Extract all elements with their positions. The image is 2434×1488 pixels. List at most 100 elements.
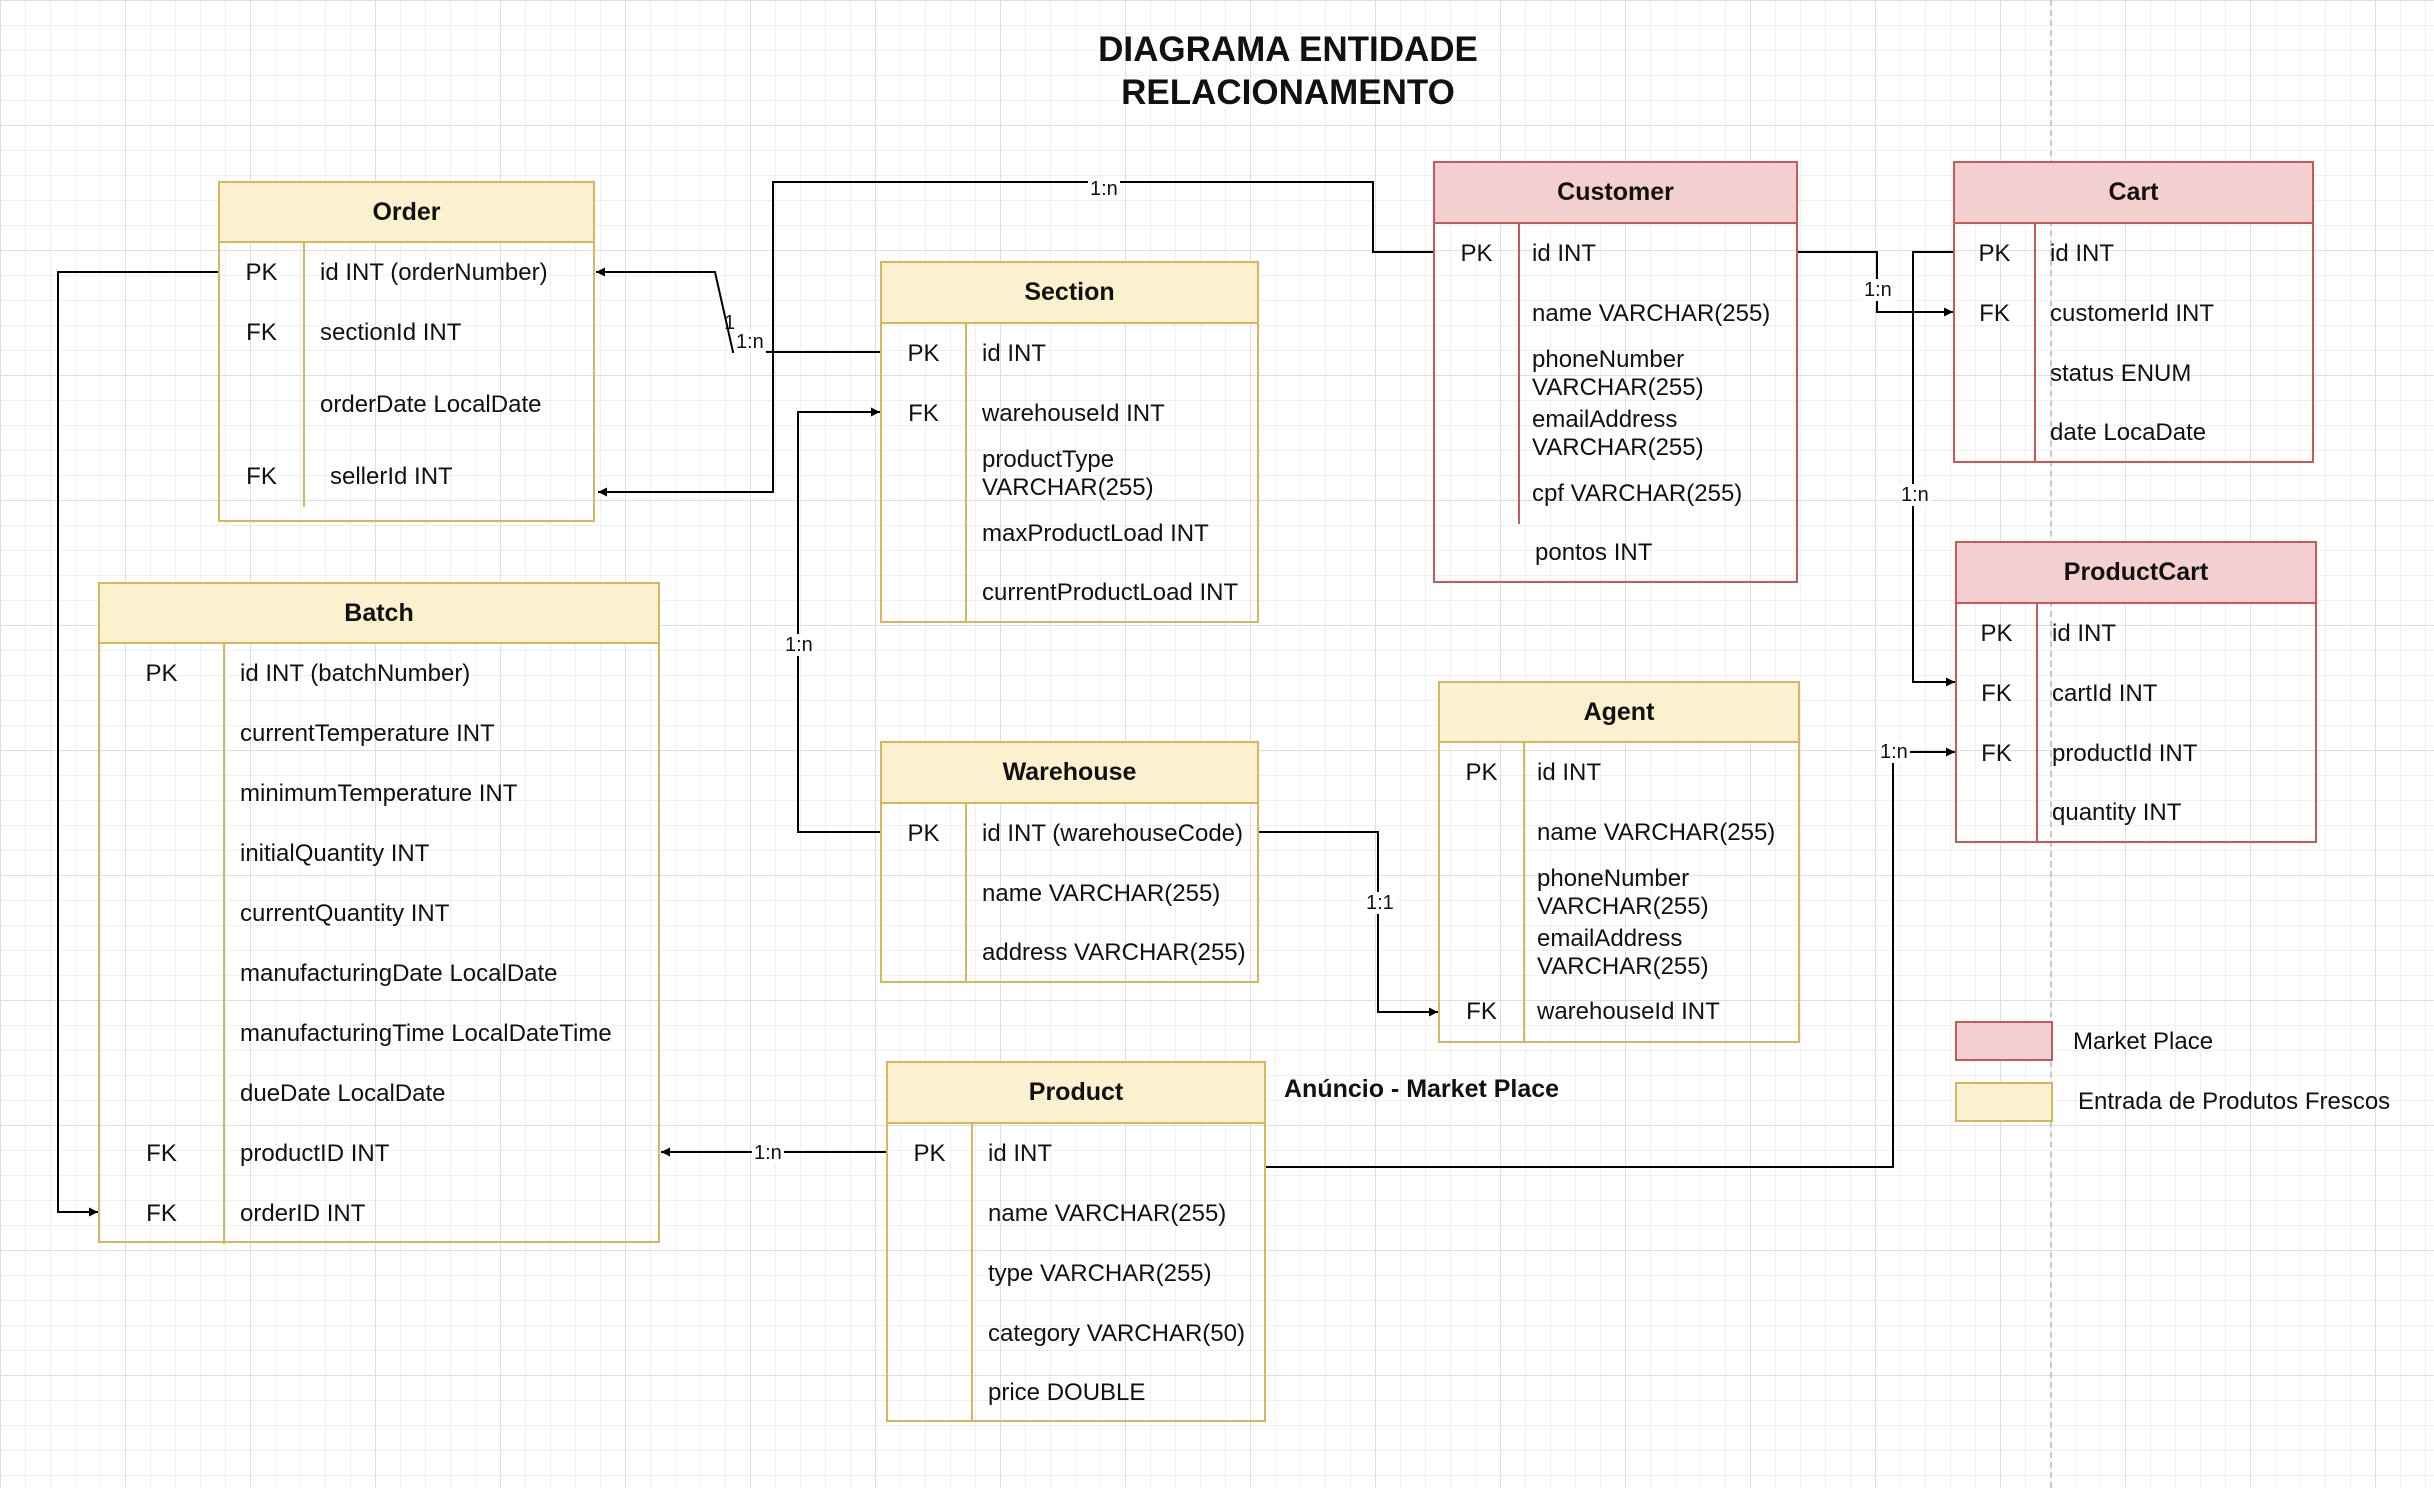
- legend-label-fresh-products: Entrada de Produtos Frescos: [2078, 1088, 2391, 1115]
- field-label: warehouseId INT: [1537, 998, 1720, 1025]
- entity-row: currentQuantity INT: [100, 884, 658, 944]
- key-label: [220, 363, 303, 447]
- key-label: [882, 504, 965, 564]
- entity-warehouse-divider: [965, 804, 967, 982]
- entity-productcart-divider: [2036, 604, 2038, 842]
- entity-order[interactable]: Order PK id INT (orderNumber) FK section…: [218, 181, 595, 522]
- entity-order-header: Order: [220, 183, 593, 243]
- entity-row: minimumTemperature INT: [100, 764, 658, 824]
- rel-label-product-batch: 1:n: [752, 1142, 784, 1164]
- field-label: pontos INT: [1535, 539, 1653, 566]
- entity-row: emailAddress VARCHAR(255): [1440, 923, 1798, 983]
- key-label: [1435, 464, 1518, 524]
- entity-productcart-header: ProductCart: [1957, 543, 2315, 604]
- field-label: date LocaDate: [2050, 419, 2207, 446]
- key-label: [1435, 284, 1518, 344]
- field-label: id INT: [988, 1140, 1053, 1167]
- key-label: [888, 1184, 971, 1244]
- key-label: [888, 1244, 971, 1304]
- key-label: [888, 1304, 971, 1364]
- entity-row: productType VARCHAR(255): [882, 444, 1257, 504]
- key-label: [1955, 344, 2034, 404]
- entity-row: FK sellerId INT: [220, 447, 593, 507]
- entity-cart-divider: [2034, 224, 2036, 462]
- field-label: id INT (orderNumber): [320, 259, 548, 286]
- field-label: minimumTemperature INT: [240, 780, 518, 807]
- key-label: FK: [146, 1140, 177, 1167]
- field-label: status ENUM: [2050, 360, 2192, 387]
- key-label: [882, 564, 965, 622]
- entity-row: maxProductLoad INT: [882, 504, 1257, 564]
- field-label: currentTemperature INT: [240, 720, 495, 747]
- entity-row: manufacturingTime LocalDateTime: [100, 1004, 658, 1064]
- rel-label-section-order: 1:n: [734, 331, 766, 353]
- key-label: FK: [908, 400, 939, 427]
- key-label: [1435, 344, 1518, 404]
- rel-label-cart-productcart: 1:n: [1899, 484, 1931, 506]
- entity-row: PK id INT: [1955, 224, 2312, 284]
- key-label: PK: [1978, 240, 2011, 267]
- field-label: dueDate LocalDate: [240, 1080, 446, 1107]
- field-label: productType VARCHAR(255): [982, 446, 1154, 501]
- field-label: warehouseId INT: [982, 400, 1165, 427]
- entity-row: status ENUM: [1955, 344, 2312, 404]
- entity-agent-header: Agent: [1440, 683, 1798, 743]
- entity-row: PK id INT: [888, 1124, 1264, 1184]
- field-label: orderID INT: [240, 1200, 366, 1227]
- entity-row: FK sectionId INT: [220, 303, 593, 363]
- entity-order-body: PK id INT (orderNumber) FK sectionId INT…: [220, 243, 593, 507]
- connector-section-order: [596, 267, 880, 353]
- connector-cart-productcart: [1912, 251, 1955, 687]
- entity-row: name VARCHAR(255): [1440, 803, 1798, 863]
- entity-row: FK warehouseId INT: [1440, 983, 1798, 1041]
- field-label: maxProductLoad INT: [982, 520, 1209, 547]
- key-label: PK: [913, 1140, 946, 1167]
- field-label: initialQuantity INT: [240, 840, 430, 867]
- entity-customer-header: Customer: [1435, 163, 1796, 224]
- entity-row: type VARCHAR(255): [888, 1244, 1264, 1304]
- key-label: [882, 444, 965, 504]
- key-label: FK: [1466, 998, 1497, 1025]
- key-label: PK: [907, 340, 940, 367]
- key-label: [100, 944, 223, 1004]
- entity-row: price DOUBLE: [888, 1364, 1264, 1422]
- field-label: id INT: [2050, 240, 2115, 267]
- key-label: [100, 764, 223, 824]
- entity-row: date LocaDate: [1955, 404, 2312, 462]
- rel-label-product-productcart: 1:n: [1878, 741, 1910, 763]
- entity-row: currentTemperature INT: [100, 704, 658, 764]
- key-label: [1440, 803, 1523, 863]
- entity-section-divider: [965, 324, 967, 622]
- entity-row: phoneNumber VARCHAR(255): [1435, 344, 1796, 404]
- page-boundary-line: [2050, 0, 2052, 1488]
- entity-row: emailAddress VARCHAR(255): [1435, 404, 1796, 464]
- entity-row: quantity INT: [1957, 784, 2315, 842]
- key-label: FK: [1979, 300, 2010, 327]
- entity-row: dueDate LocalDate: [100, 1064, 658, 1124]
- annotation-marketplace-ad: Anúncio - Market Place: [1284, 1075, 1560, 1103]
- field-label: phoneNumber VARCHAR(255): [1532, 346, 1704, 401]
- field-label: currentQuantity INT: [240, 900, 450, 927]
- entity-row: cpf VARCHAR(255): [1435, 464, 1796, 524]
- key-label: [1957, 784, 2036, 842]
- rel-label-warehouse-agent: 1:1: [1364, 892, 1396, 914]
- title-line-2: RELACIONAMENTO: [1121, 73, 1455, 112]
